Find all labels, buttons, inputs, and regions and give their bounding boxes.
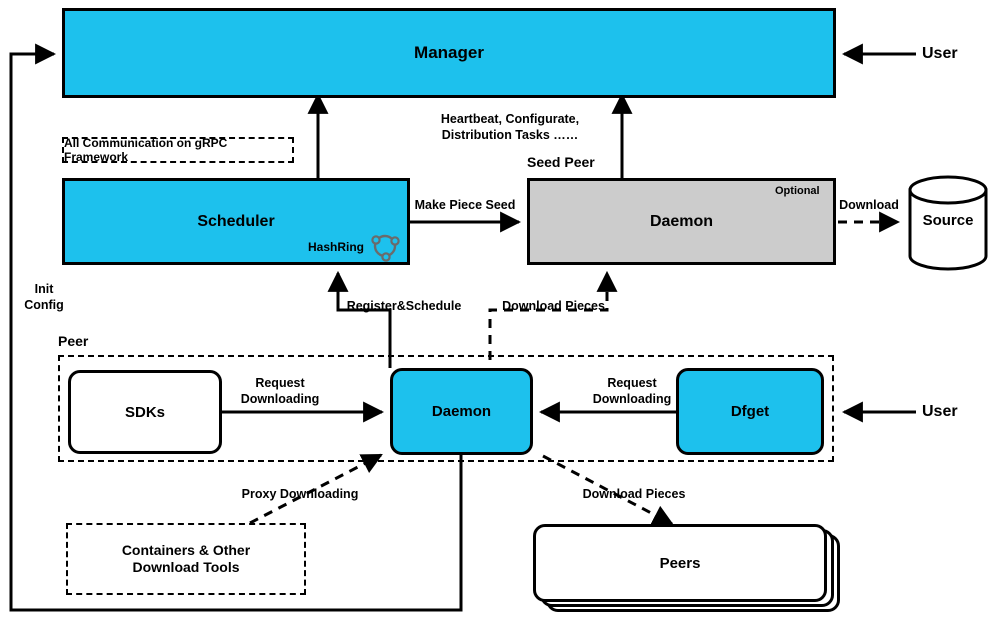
edge-label-make-piece-seed: Make Piece Seed (414, 198, 516, 212)
edge-label-download-pieces-peers: Download Pieces (582, 487, 686, 501)
node-containers-download-tools[interactable]: Containers & Other Download Tools (66, 523, 306, 595)
edge-label-download-pieces-seed: Download Pieces (502, 299, 605, 313)
actor-user-bottom: User (922, 403, 958, 420)
edge-label-register-schedule: Register&Schedule (346, 299, 462, 313)
edge-label-request-downloading-dfget: Request Downloading (592, 376, 672, 406)
node-containers-download-tools-label: Containers & Other Download Tools (121, 541, 251, 576)
source-cylinder (908, 175, 988, 271)
node-dfget[interactable]: Dfget (676, 368, 824, 455)
node-peers[interactable]: Peers (533, 524, 827, 602)
edge-label-init-config: Init Config (24, 282, 64, 312)
node-seed-peer-daemon[interactable]: Daemon (527, 178, 836, 265)
edge-init-config (9, 43, 463, 612)
edge-label-heartbeat: Heartbeat, Configurate, Distribution Tas… (440, 112, 580, 142)
node-peers-label: Peers (659, 554, 701, 572)
optional-tag: Optional (775, 185, 820, 197)
node-source-label: Source (922, 212, 974, 229)
note-grpc-framework-label: All Communication on gRPC Framework (64, 136, 228, 164)
note-grpc-framework: All Communication on gRPC Framework (62, 136, 294, 164)
group-label-peer: Peer (58, 333, 89, 349)
hash-ring-icon (371, 234, 400, 262)
group-label-seed-peer: Seed Peer (527, 154, 595, 170)
node-manager[interactable]: Manager (62, 8, 836, 98)
hashring-label: HashRing (308, 240, 365, 254)
node-scheduler-label: Scheduler (197, 212, 275, 230)
node-dfget-label: Dfget (730, 403, 770, 420)
node-sdks[interactable]: SDKs (68, 370, 222, 454)
node-seed-peer-daemon-label: Daemon (649, 212, 714, 230)
edge-download-pieces-seed (488, 270, 618, 360)
edge-download-pieces-peers (542, 454, 674, 526)
edge-label-download-source: Download (839, 198, 899, 212)
node-scheduler[interactable]: Scheduler (62, 178, 410, 265)
node-peer-daemon[interactable]: Daemon (390, 368, 533, 455)
edge-proxy-downloading (249, 453, 383, 525)
edge-label-request-downloading-sdk: Request Downloading (240, 376, 320, 406)
edge-label-proxy-downloading: Proxy Downloading (241, 487, 359, 501)
node-sdks-label: SDKs (124, 403, 165, 421)
group-boundary-peer (58, 355, 834, 462)
edge-register-schedule (327, 270, 392, 368)
hashring-badge: HashRing (308, 232, 402, 262)
node-manager-label: Manager (414, 43, 484, 62)
actor-user-top: User (922, 45, 958, 62)
node-peer-daemon-label: Daemon (431, 403, 492, 420)
